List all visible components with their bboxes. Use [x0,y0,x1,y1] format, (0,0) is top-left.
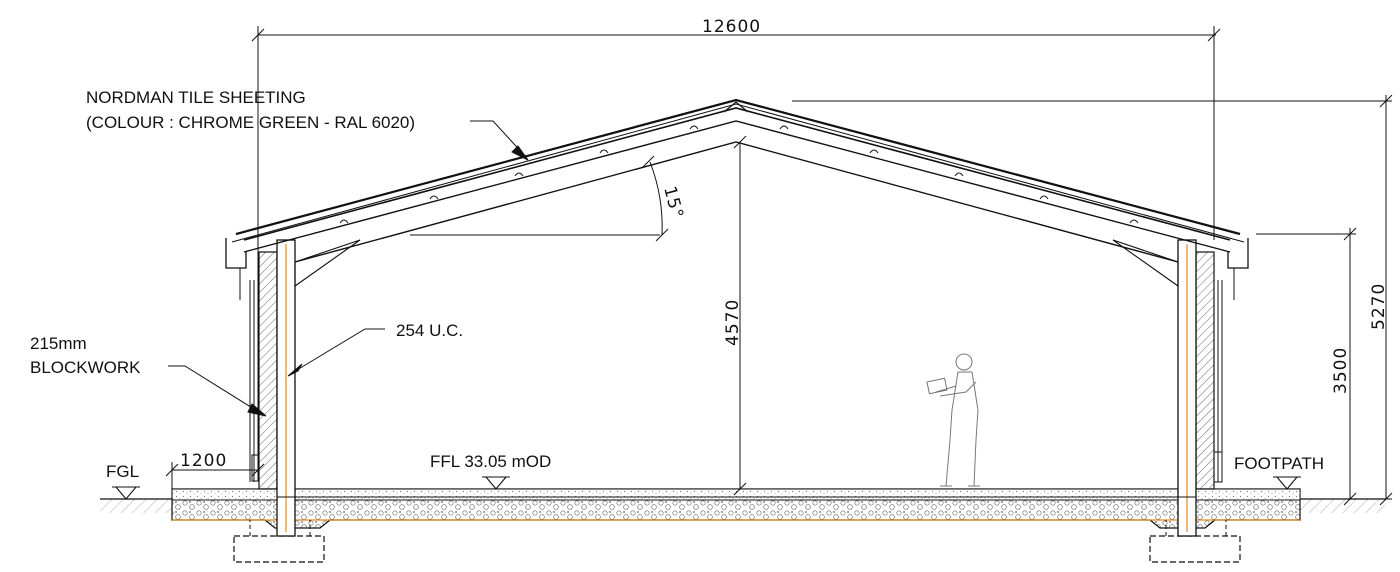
total-height-dim: 5270 [1369,283,1389,330]
roof-pitch-dim: 15° [659,184,687,221]
fgl-label: FGL [106,462,139,481]
column-label: 254 U.C. [396,321,463,340]
eaves-height-dim: 3500 [1331,347,1351,394]
dimension-lines [165,26,1393,506]
roof-structure [225,98,1249,300]
wall-label-line2: BLOCKWORK [30,358,141,377]
footpath-label: FOOTPATH [1234,454,1324,473]
leader-lines [168,120,529,417]
blockwork-walls [249,251,1223,490]
roof-sheeting-label-line2: (COLOUR : CHROME GREEN - RAL 6020) [86,113,415,132]
roof-sheeting-label-line1: NORDMAN TILE SHEETING [86,88,306,107]
ridge-height-dim: 4570 [723,299,743,346]
steel-columns [276,239,1197,537]
ground-and-slab [100,476,1385,563]
person-figure [926,353,980,487]
ffl-label: FFL 33.05 mOD [430,452,551,471]
offset-dim: 1200 [180,451,227,471]
wall-label-line1: 215mm [30,334,87,353]
overall-width-dim: 12600 [702,17,761,37]
